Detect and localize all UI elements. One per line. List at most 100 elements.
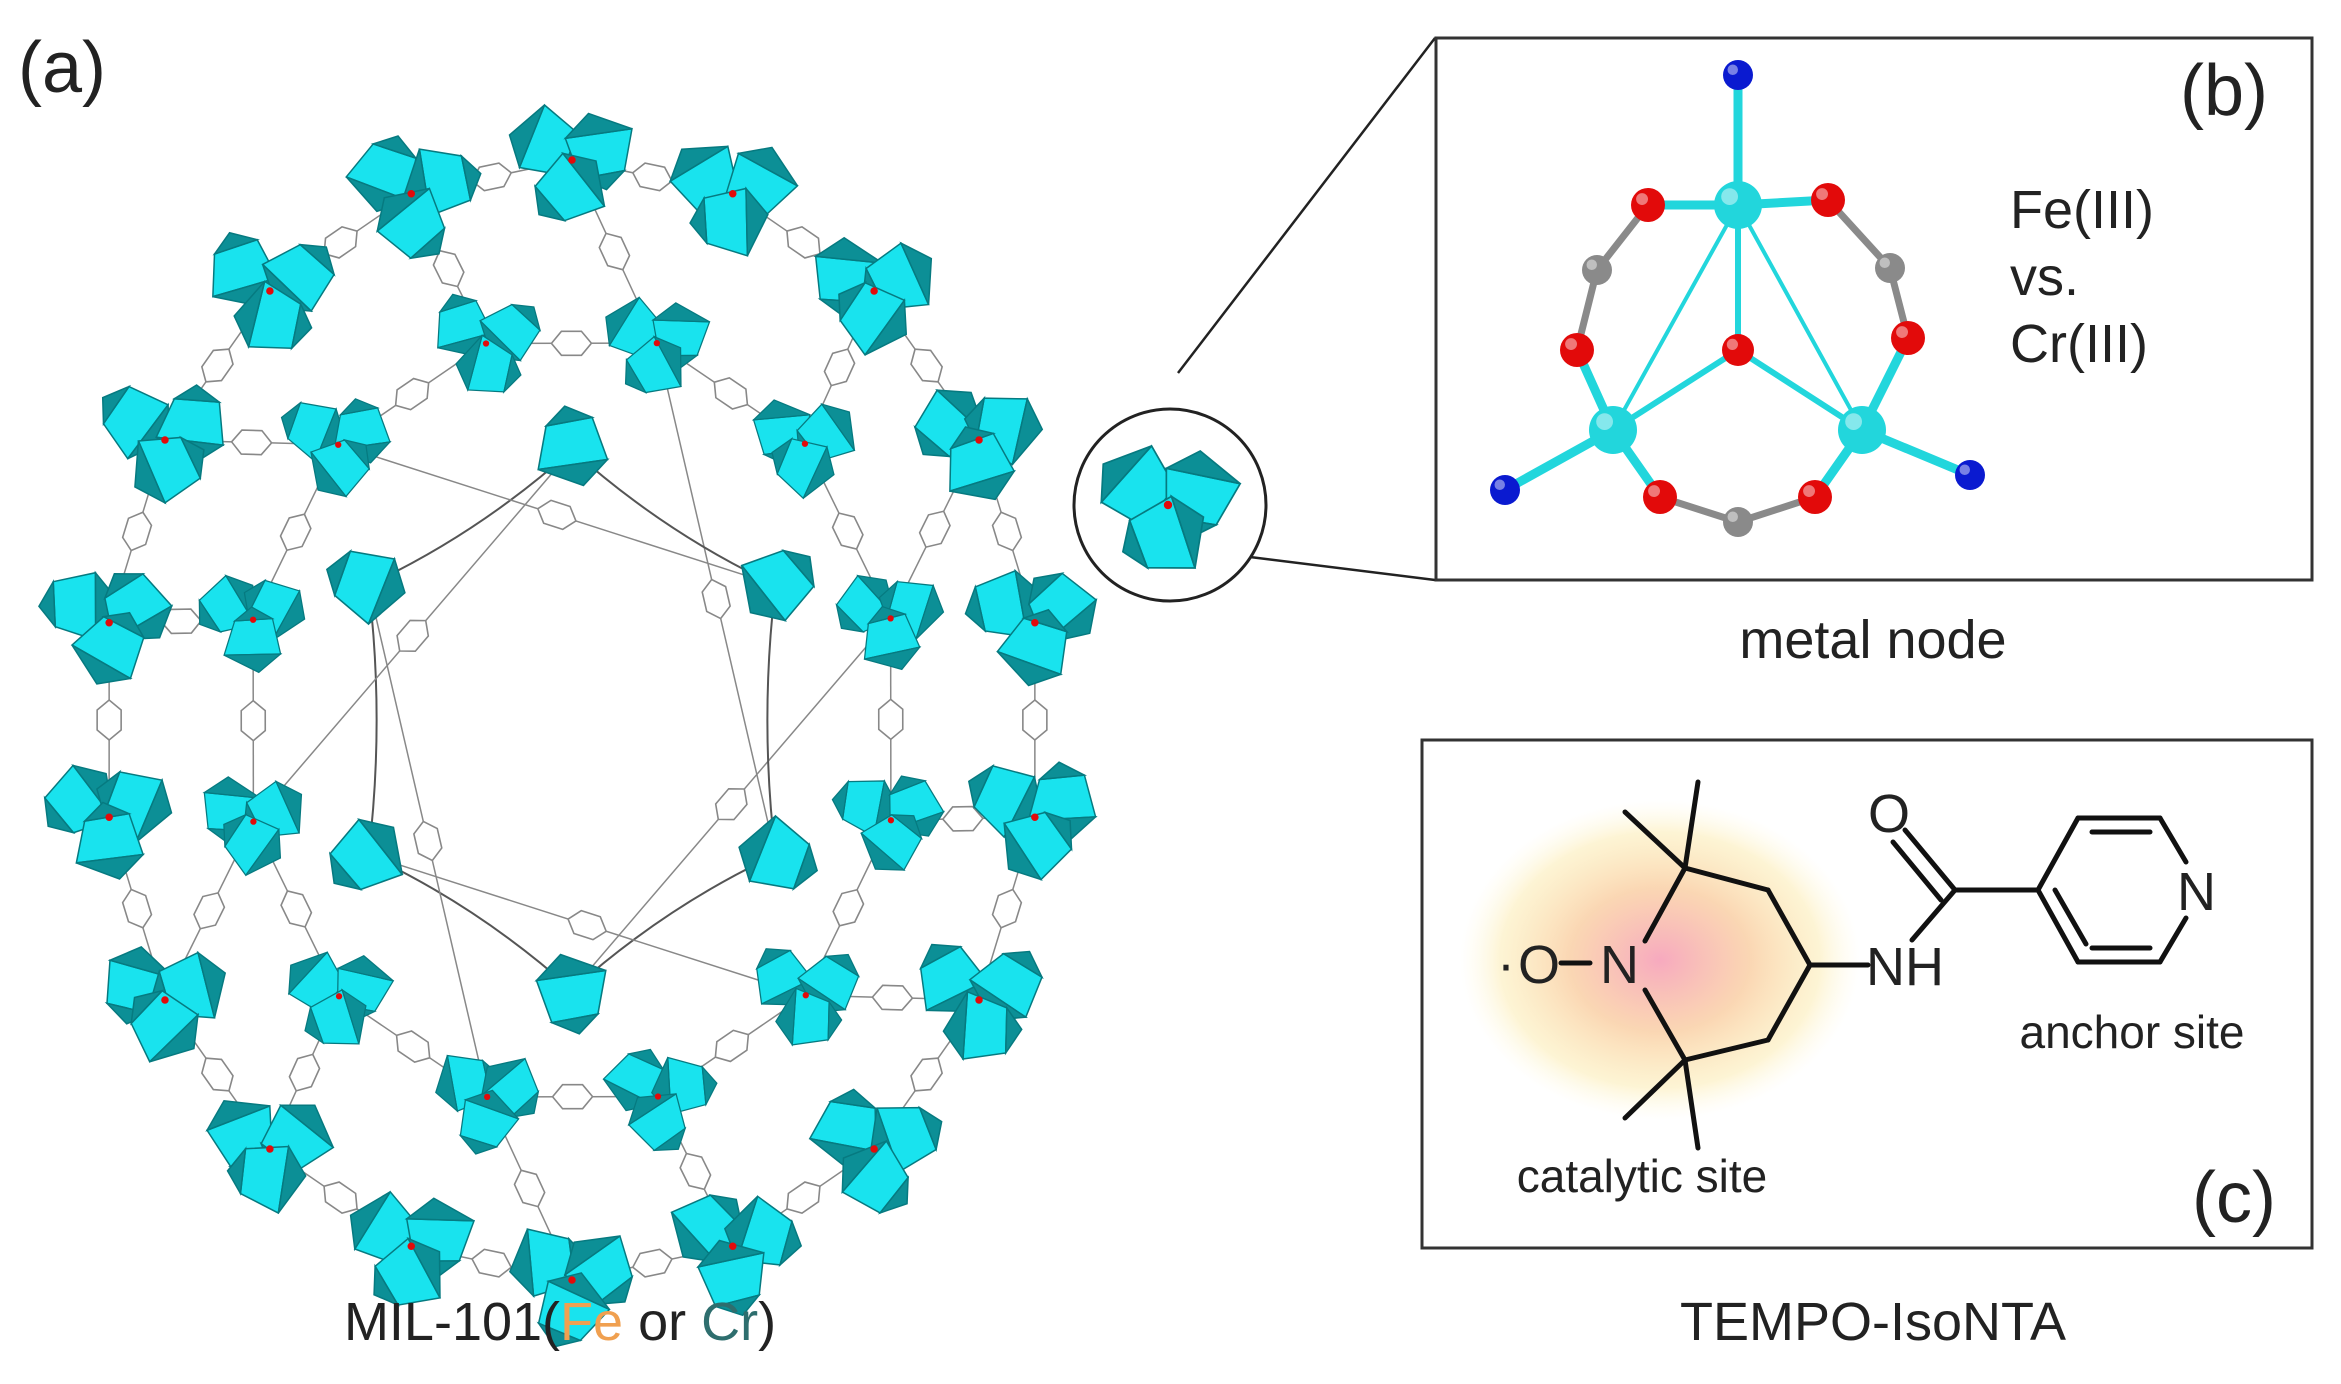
benzene-ring xyxy=(551,1083,594,1110)
metal-cluster xyxy=(101,384,226,505)
octahedron-face xyxy=(745,186,769,257)
methyl-1 xyxy=(1622,809,1688,871)
tempo-isonta-caption: TEMPO-IsoNTA xyxy=(1680,1292,2066,1352)
oxygen-atom-highlight xyxy=(1896,326,1909,338)
octahedron xyxy=(70,611,146,685)
octahedron-face xyxy=(864,298,908,356)
benzene-hexagon xyxy=(280,890,313,928)
benzene-hexagon xyxy=(394,377,430,411)
octahedron-face xyxy=(1100,445,1153,505)
py-1 xyxy=(2035,815,2081,893)
metal-cluster xyxy=(509,1228,634,1348)
oxygen-atom xyxy=(1811,183,1845,217)
octahedron-face xyxy=(668,145,729,183)
oxygen-atom xyxy=(1631,188,1665,222)
oxo-center xyxy=(568,156,576,164)
octahedron-face xyxy=(43,795,76,835)
octahedron-face xyxy=(274,780,303,834)
octahedron xyxy=(458,1089,520,1155)
zoom-callout xyxy=(1072,37,1436,603)
benzene-hexagon xyxy=(193,891,226,930)
benzene-ring xyxy=(714,1029,750,1063)
octahedron-face xyxy=(38,579,57,629)
fe-iii-label: Fe(III) xyxy=(2010,180,2154,240)
octahedron-face xyxy=(149,1012,199,1063)
benzene-ring xyxy=(279,513,312,552)
octahedron-face xyxy=(1001,950,1044,980)
octahedron-face xyxy=(243,578,267,617)
octahedron-face xyxy=(696,1239,765,1269)
benzene-ring xyxy=(631,162,673,192)
benzene-ring xyxy=(991,888,1023,929)
benzene-hexagon xyxy=(471,162,513,192)
metal-cluster xyxy=(1099,444,1242,570)
octahedron-face xyxy=(288,951,328,996)
octahedron-face xyxy=(179,435,205,481)
octahedron-face xyxy=(605,296,640,348)
octahedron-face xyxy=(838,281,868,323)
benzene-hexagon xyxy=(551,1083,594,1110)
octahedron-face xyxy=(356,818,404,875)
octahedron-face xyxy=(689,195,708,246)
octahedron-face xyxy=(652,1126,687,1152)
benzene-hexagon xyxy=(714,1029,750,1063)
oxo-center xyxy=(870,1145,878,1153)
octahedron xyxy=(738,814,819,892)
octahedron-face xyxy=(373,1263,400,1307)
octahedron-face xyxy=(342,438,371,471)
metal-cluster xyxy=(202,776,303,877)
benzene-hexagon xyxy=(832,888,865,927)
metal-cluster xyxy=(287,951,395,1045)
octahedron-face xyxy=(712,1293,762,1317)
metal-cluster xyxy=(919,943,1044,1062)
octahedron-face xyxy=(915,583,945,640)
octahedron-face xyxy=(948,426,996,451)
benzene-ring xyxy=(877,698,904,741)
benzene-hexagon xyxy=(121,511,153,552)
oxo-center xyxy=(870,287,878,295)
oxo-center xyxy=(161,436,169,444)
benzene-hexagon xyxy=(941,805,984,832)
octahedron-face xyxy=(841,1140,887,1195)
node-bond xyxy=(1611,203,1740,432)
mil-101-framework xyxy=(38,103,1242,1348)
metal-cluster xyxy=(345,135,482,260)
amide-nh: NH xyxy=(1866,937,1944,997)
oxygen-atom xyxy=(1798,480,1832,514)
benzene-ring xyxy=(323,1181,358,1215)
node-bond xyxy=(1736,203,1864,432)
benzene-ring xyxy=(280,890,313,928)
octahedron-face xyxy=(778,1219,803,1268)
benzene-hexagon xyxy=(786,1181,821,1215)
octahedron-face xyxy=(802,445,835,499)
bond-c4-c5 xyxy=(1765,962,1813,1043)
benzene-ring xyxy=(121,888,153,929)
oxo-center xyxy=(335,993,343,1000)
octahedron-face xyxy=(349,1191,391,1252)
octahedron-face xyxy=(198,598,222,634)
nitrogen-atom-highlight xyxy=(1727,64,1738,75)
benzene-ring xyxy=(679,1152,712,1191)
benzene-hexagon xyxy=(823,348,856,387)
bdc-linker xyxy=(978,817,1036,1001)
octahedron-face xyxy=(172,384,222,404)
hexagon-edge xyxy=(766,584,777,856)
octahedron-face xyxy=(563,1235,621,1277)
octahedron xyxy=(455,334,522,394)
octahedron xyxy=(602,1048,666,1112)
benzene-ring xyxy=(200,348,234,383)
benzene-ring xyxy=(910,348,944,383)
bond-c5-c6 xyxy=(1682,1037,1771,1063)
octahedron xyxy=(624,335,682,394)
oxo-center xyxy=(407,1242,416,1250)
py-4 xyxy=(2157,915,2189,965)
benzene-ring xyxy=(701,578,731,620)
zoom-line-bottom xyxy=(1249,555,1436,582)
tempo-isonta-bonds xyxy=(1558,779,2189,1151)
octahedron-face xyxy=(508,1090,540,1119)
benzene-hexagon xyxy=(714,787,748,821)
octahedron-face xyxy=(367,556,406,625)
benzene-hexagon xyxy=(713,377,749,410)
octahedron xyxy=(860,814,923,872)
octahedron-face xyxy=(406,1236,441,1299)
